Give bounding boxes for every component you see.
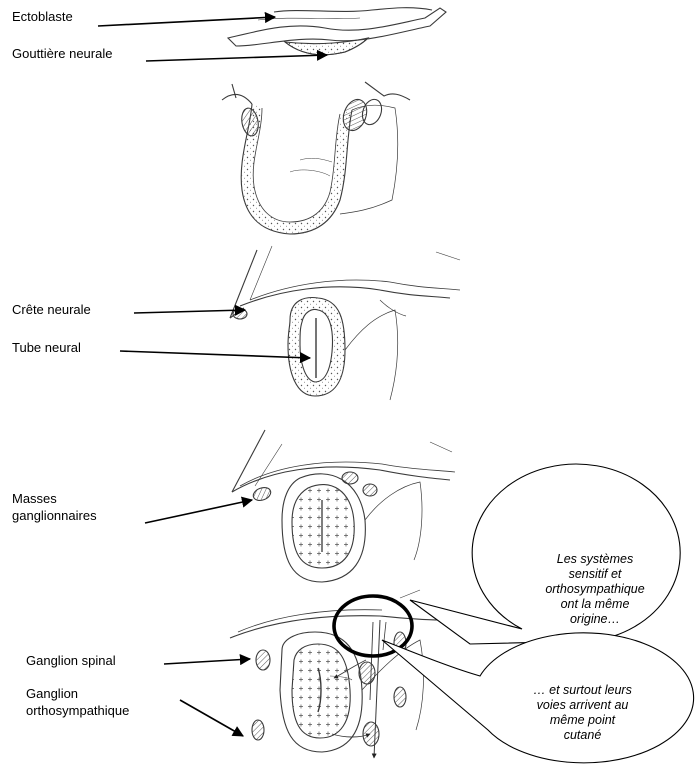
callout-bottom-line4: cutané [500, 728, 665, 743]
label-masses-line1: Masses [12, 491, 57, 507]
callout-top-line5: origine… [520, 612, 670, 627]
label-ganglion-ortho-line2: orthosympathique [26, 703, 129, 719]
label-ganglion-ortho-line1: Ganglion [26, 686, 78, 702]
callout-top-line1: Les systèmes [520, 552, 670, 567]
stage-3-neural-tube [230, 246, 460, 400]
label-gouttiere-neurale: Gouttière neurale [12, 46, 112, 62]
callout-top-line4: ont la même [520, 597, 670, 612]
callout-bottom-line2: voies arrivent au [500, 698, 665, 713]
label-masses-line2: ganglionnaires [12, 508, 97, 524]
callout-bottom-line1: … et surtout leurs [500, 683, 665, 698]
arrow-ectoblaste [98, 17, 275, 26]
callout-bottom-text: … et surtout leurs voies arrivent au mêm… [500, 683, 665, 743]
label-ganglion-spinal: Ganglion spinal [26, 653, 116, 669]
callout-top-line2: sensitif et [520, 567, 670, 582]
label-ectoblaste: Ectoblaste [12, 9, 73, 25]
stage-1-neural-plate [228, 8, 446, 55]
arrow-ganglion-spinal [164, 659, 250, 664]
stage-2-neural-groove [222, 82, 410, 234]
arrow-tube [120, 351, 310, 358]
arrow-ganglion-ortho [180, 700, 243, 736]
label-crete-neurale: Crête neurale [12, 302, 91, 318]
callout-bottom-line3: même point [500, 713, 665, 728]
arrow-masses [145, 500, 252, 523]
arrow-gouttiere [146, 55, 327, 61]
callout-top-text: Les systèmes sensitif et orthosympathiqu… [520, 552, 670, 627]
stage-4-ganglionic-masses [232, 430, 455, 582]
callout-top-line3: orthosympathique [520, 582, 670, 597]
label-tube-neural: Tube neural [12, 340, 81, 356]
arrow-crete [134, 310, 245, 313]
